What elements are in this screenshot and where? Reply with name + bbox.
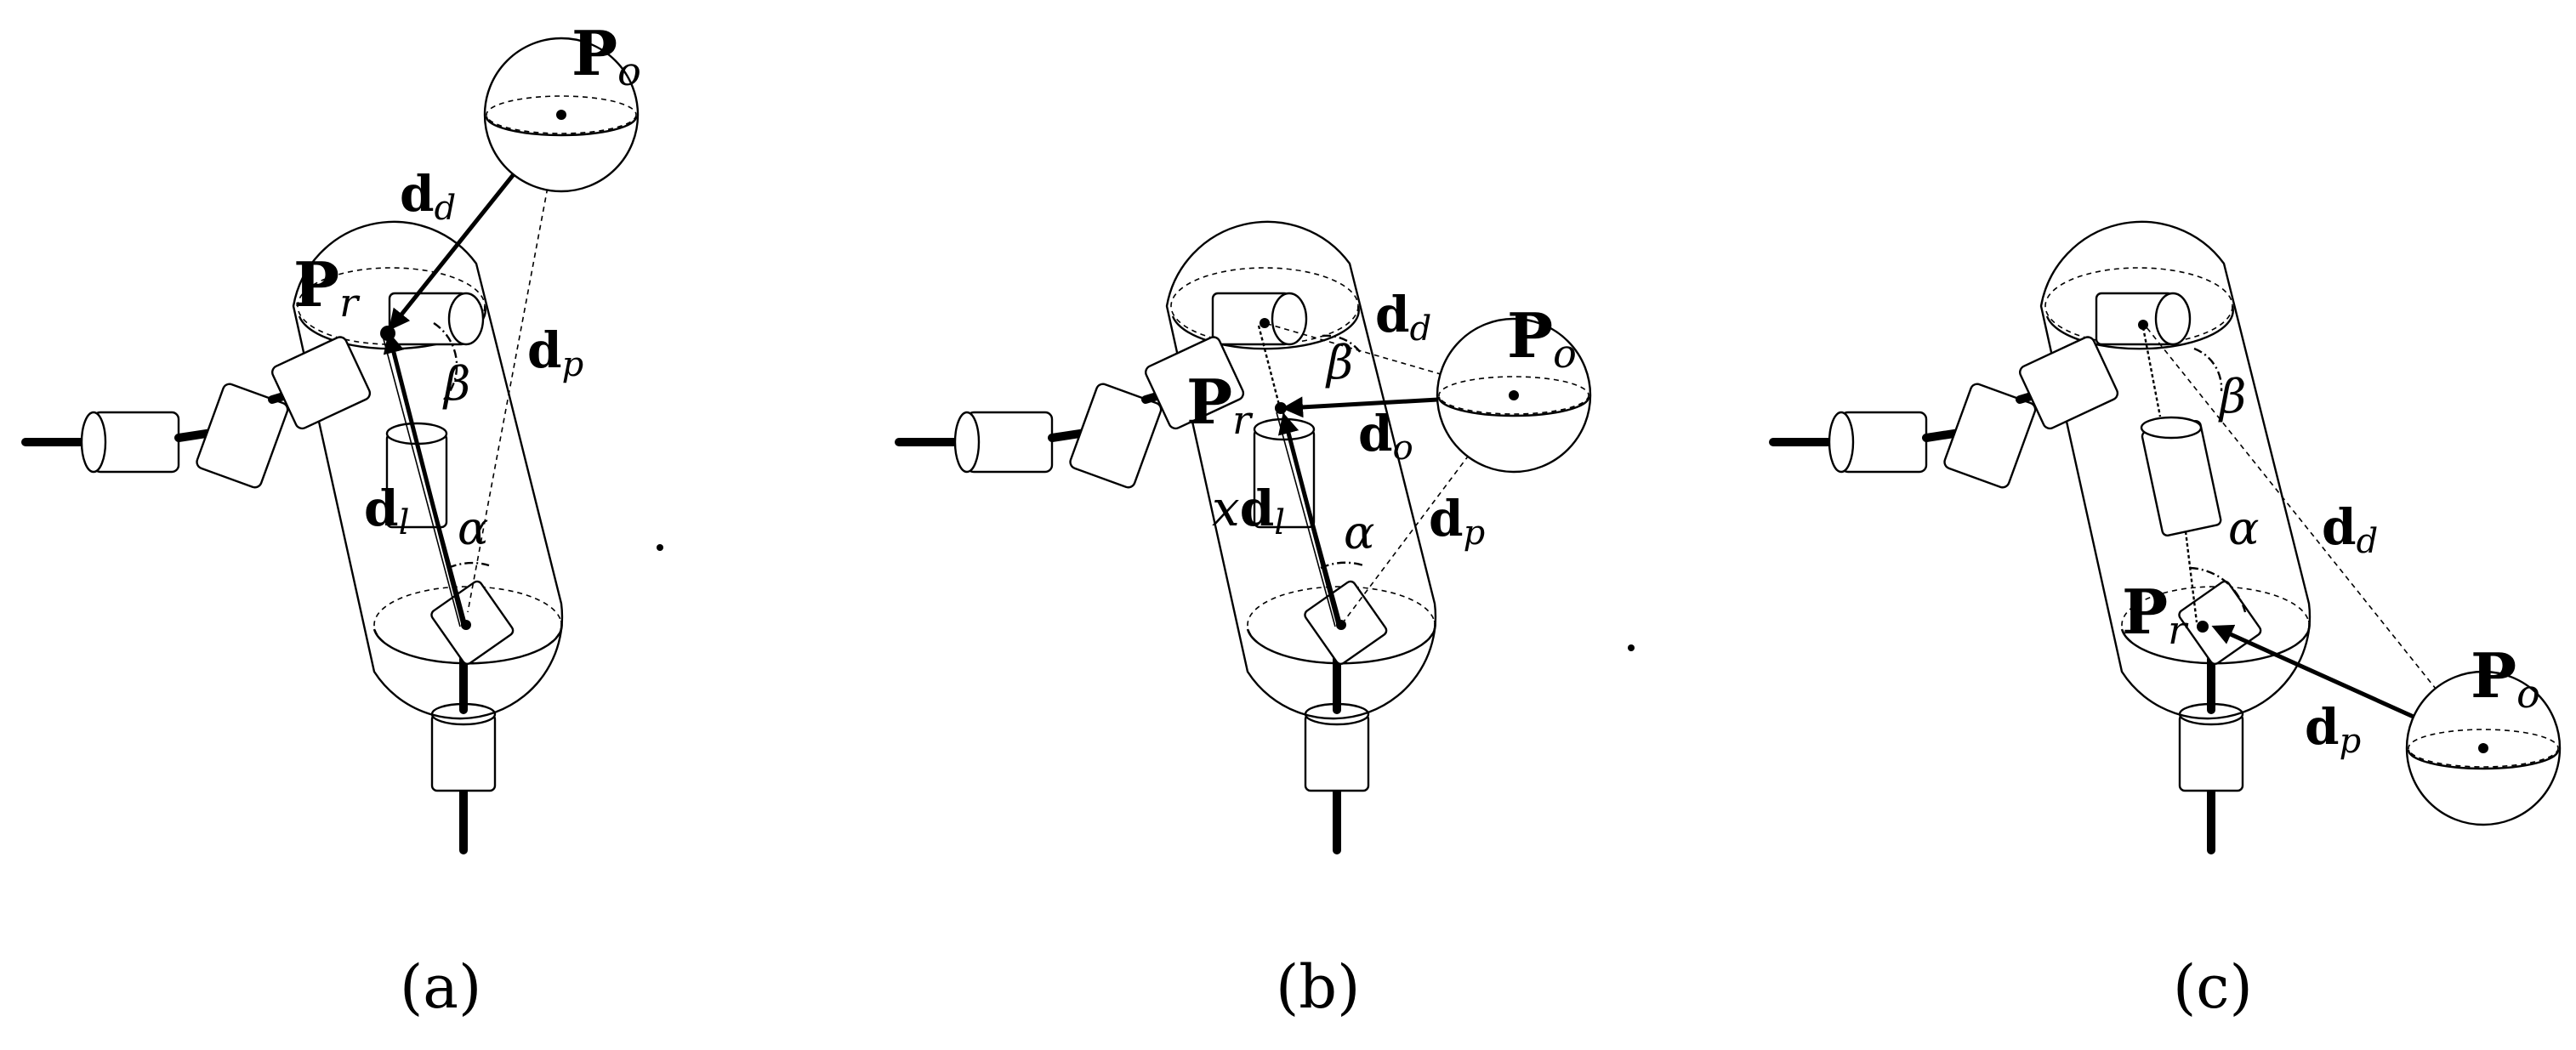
stray-dot-a xyxy=(657,544,663,551)
panel-c: Po Pr dd dp α β (c) xyxy=(1769,220,2562,1022)
label-po-a: Po xyxy=(571,17,641,94)
panel-a: Po Pr dd dp dl α β (a) xyxy=(21,17,663,1022)
arm-segment-c xyxy=(1769,336,2119,489)
capsule-link-c xyxy=(2039,220,2312,720)
label-dd-b: dd xyxy=(1375,286,1431,349)
caption-a: (a) xyxy=(400,952,481,1022)
label-dd-a: dd xyxy=(400,165,456,228)
label-po-c: Po xyxy=(2471,639,2540,717)
object-sphere-b xyxy=(1436,317,1592,474)
label-dp-b: dp xyxy=(1429,490,1485,553)
caption-c: (c) xyxy=(2173,952,2253,1022)
label-pr-b: Pr xyxy=(1186,366,1254,443)
label-xdl-b: xdl xyxy=(1212,480,1285,542)
label-dd-c: dd xyxy=(2322,498,2378,561)
label-pr-a: Pr xyxy=(293,248,361,326)
arm-segment-b xyxy=(895,336,1245,489)
label-beta-c: β xyxy=(2218,370,2246,423)
label-pr-c: Pr xyxy=(2122,576,2189,653)
label-alpha-c: α xyxy=(2228,502,2259,555)
robot-base-b xyxy=(1304,655,1370,854)
arm-segment-a xyxy=(21,336,372,489)
stray-dot-b xyxy=(1628,644,1635,651)
robot-base-c xyxy=(2178,655,2244,854)
label-dp-c: dp xyxy=(2305,698,2361,761)
label-dl-a: dl xyxy=(364,480,409,542)
label-alpha-a: α xyxy=(458,502,488,555)
capsule-link-a xyxy=(292,220,564,720)
object-sphere-c xyxy=(2405,670,2562,826)
label-beta-a: β xyxy=(442,357,470,411)
label-do-b: do xyxy=(1358,405,1413,468)
label-alpha-b: α xyxy=(1344,506,1374,559)
vectors-c xyxy=(2138,320,2485,751)
panel-b: Po Pr dd do dp xdl α β (b) xyxy=(895,220,1635,1022)
label-beta-b: β xyxy=(1325,336,1353,389)
robot-base-a xyxy=(430,655,497,854)
caption-b: (b) xyxy=(1276,952,1360,1022)
object-sphere-a xyxy=(483,37,640,193)
label-dp-a: dp xyxy=(527,321,583,384)
label-po-b: Po xyxy=(1507,299,1577,377)
